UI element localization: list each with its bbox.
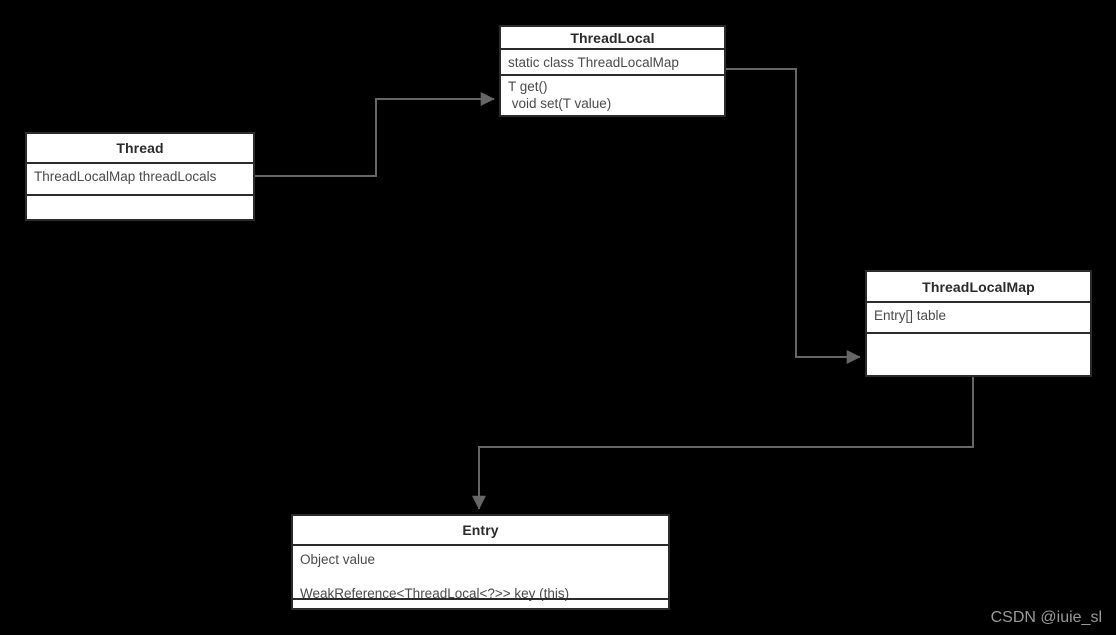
class-box-entry[interactable]: Entry Object value WeakReference<ThreadL…: [291, 514, 670, 610]
connector-threadlocalmap-to-entry: [472, 377, 974, 510]
class-fields-thread: ThreadLocalMap threadLocals: [27, 162, 253, 194]
class-box-thread[interactable]: Thread ThreadLocalMap threadLocals: [25, 132, 255, 221]
class-methods-threadlocalmap: [867, 332, 1090, 375]
class-fields-threadlocal: static class ThreadLocalMap: [501, 48, 724, 74]
class-fields-threadlocalmap: Entry[] table: [867, 301, 1090, 332]
class-fields-entry: Object value WeakReference<ThreadLocal<?…: [293, 544, 668, 601]
connector-thread-to-threadlocal: [255, 92, 495, 177]
class-title-entry: Entry: [462, 522, 499, 538]
class-box-threadlocalmap[interactable]: ThreadLocalMap Entry[] table: [865, 270, 1092, 377]
class-methods-entry: [293, 598, 668, 608]
class-title-threadlocalmap: ThreadLocalMap: [922, 278, 1035, 295]
class-box-threadlocal[interactable]: ThreadLocal static class ThreadLocalMap …: [499, 25, 726, 117]
class-title-thread: Thread: [116, 140, 164, 156]
class-title-threadlocal: ThreadLocal: [570, 29, 655, 46]
class-methods-thread: [27, 194, 253, 219]
class-methods-threadlocal: T get() void set(T value): [501, 74, 724, 115]
connector-threadlocal-to-threadlocalmap: [726, 68, 861, 364]
watermark-text: CSDN @iuie_sl: [990, 609, 1102, 626]
